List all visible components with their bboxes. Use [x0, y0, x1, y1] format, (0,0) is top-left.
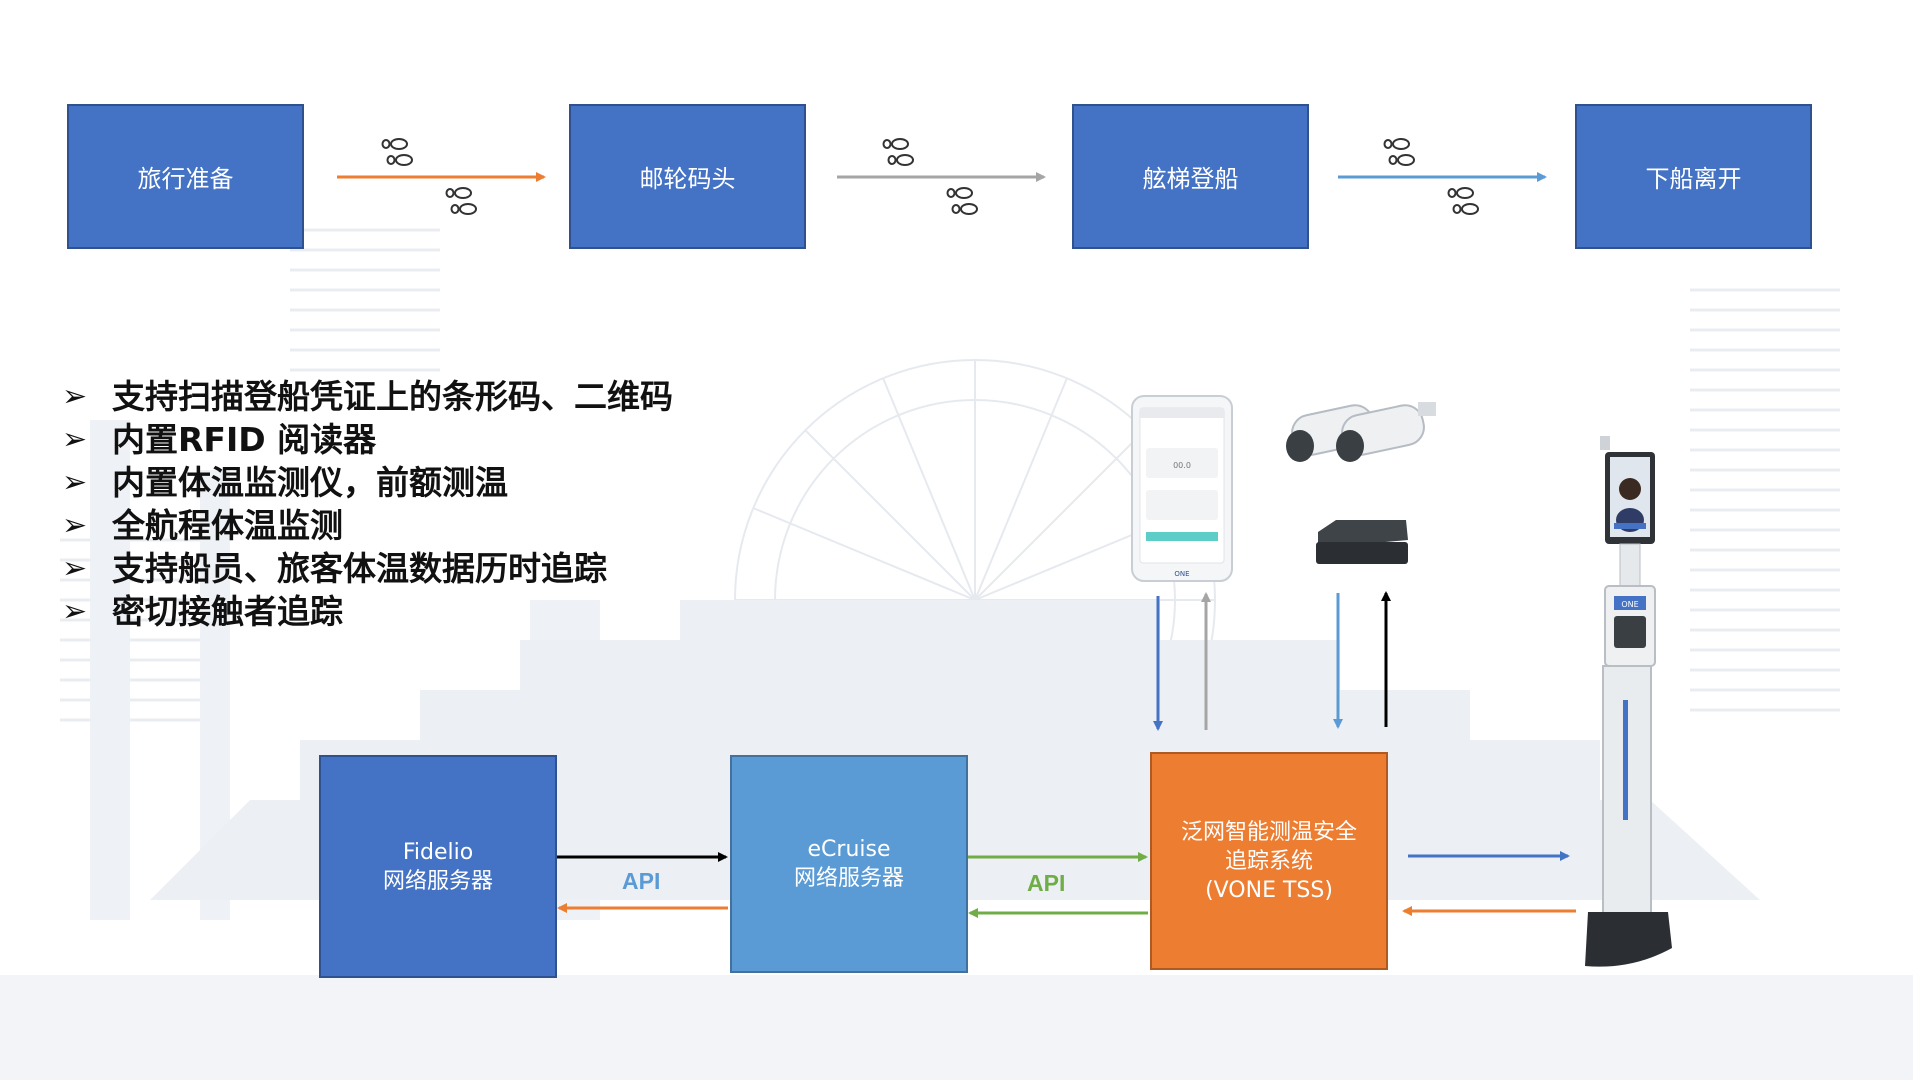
vone-line-3: (VONE TSS) — [1205, 877, 1333, 903]
feature-text: 内置体温监测仪，前额测温 — [112, 463, 508, 502]
thermal-camera-icon — [1286, 402, 1436, 462]
temperature-kiosk-icon: ONE — [1585, 436, 1672, 967]
vone-line-1: 泛网智能测温安全 — [1180, 819, 1357, 845]
feature-item: ➢ 支持船员、旅客体温数据历时追踪 — [62, 547, 673, 590]
water-band — [0, 975, 1913, 1080]
ecruise-server-box: eCruise 网络服务器 — [730, 755, 968, 973]
feature-text: 支持船员、旅客体温数据历时追踪 — [112, 549, 607, 588]
api-label-right: API — [1027, 870, 1066, 896]
api-label-left: API — [622, 868, 661, 894]
step-label: 下船离开 — [1645, 165, 1742, 193]
feature-text: 内置RFID 阅读器 — [112, 420, 377, 459]
feature-item: ➢ 内置体温监测仪，前额测温 — [62, 461, 673, 504]
fidelio-subtitle: 网络服务器 — [382, 868, 493, 894]
fidelio-name: Fidelio — [402, 839, 474, 865]
bullet-arrow-icon: ➢ — [62, 508, 88, 543]
handheld-terminal-icon: 00.0 ONE — [1131, 395, 1233, 582]
bullet-arrow-icon: ➢ — [62, 465, 88, 500]
step-gangway-boarding: 舷梯登船 — [1072, 104, 1309, 249]
tablet-reading: 00.0 — [1173, 461, 1191, 470]
bullet-arrow-icon: ➢ — [62, 422, 88, 457]
vone-line-2: 追踪系统 — [1224, 848, 1313, 874]
step-label: 舷梯登船 — [1142, 165, 1239, 193]
kiosk-brand: ONE — [1621, 600, 1638, 609]
feature-text: 密切接触者追踪 — [112, 592, 343, 631]
step-travel-prep: 旅行准备 — [67, 104, 304, 249]
ecruise-subtitle: 网络服务器 — [793, 866, 904, 891]
fidelio-server-box: Fidelio 网络服务器 — [319, 755, 557, 978]
building-lines-right — [1690, 288, 1840, 712]
feature-item: ➢ 支持扫描登船凭证上的条形码、二维码 — [62, 375, 673, 418]
feature-item: ➢ 密切接触者追踪 — [62, 590, 673, 633]
step-label: 旅行准备 — [137, 165, 234, 193]
ecruise-name: eCruise — [807, 837, 891, 862]
feature-list: ➢ 支持扫描登船凭证上的条形码、二维码 ➢ 内置RFID 阅读器 ➢ 内置体温监测仪，… — [62, 375, 673, 633]
step-label: 邮轮码头 — [639, 165, 736, 193]
bullet-arrow-icon: ➢ — [62, 594, 88, 629]
vone-tss-box: 泛网智能测温安全 追踪系统 (VONE TSS) — [1150, 752, 1388, 970]
feature-text: 全航程体温监测 — [112, 506, 343, 545]
step-disembark: 下船离开 — [1575, 104, 1812, 249]
nvr-box-icon — [1316, 520, 1408, 564]
step-cruise-terminal: 邮轮码头 — [569, 104, 806, 249]
tablet-brand: ONE — [1174, 570, 1189, 578]
feature-item: ➢ 内置RFID 阅读器 — [62, 418, 673, 461]
bullet-arrow-icon: ➢ — [62, 551, 88, 586]
feature-item: ➢ 全航程体温监测 — [62, 504, 673, 547]
bullet-arrow-icon: ➢ — [62, 379, 88, 414]
feature-text: 支持扫描登船凭证上的条形码、二维码 — [112, 377, 673, 416]
